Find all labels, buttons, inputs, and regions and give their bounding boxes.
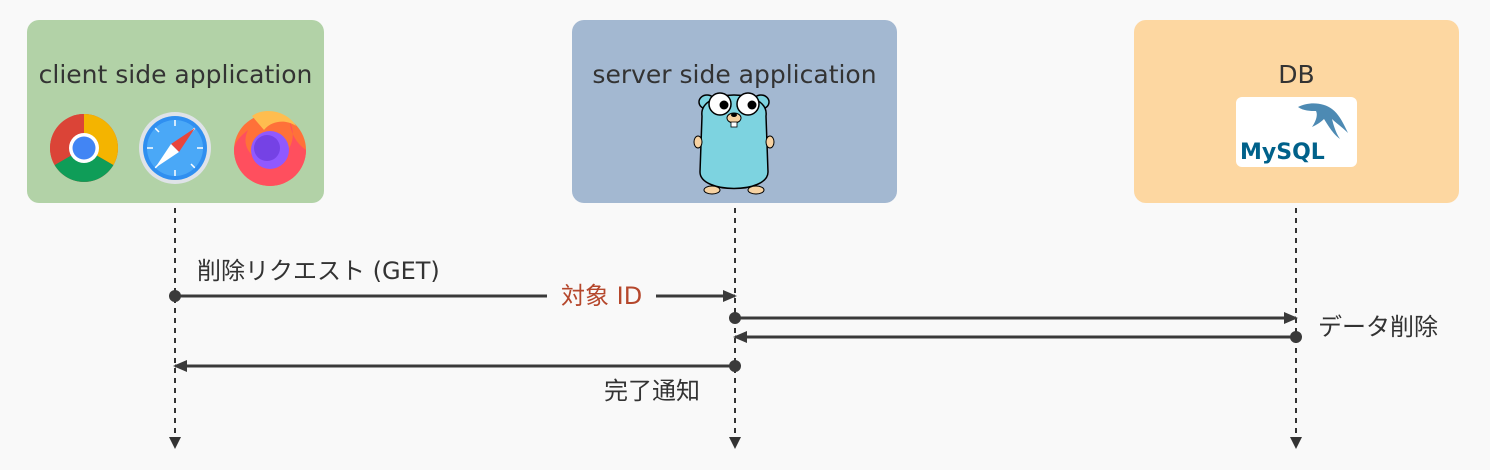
message-label-done: 完了通知: [604, 377, 700, 405]
safari-icon: [139, 112, 211, 184]
message-arrow-server-to-db: [729, 312, 1298, 324]
chrome-icon: [50, 114, 118, 182]
message-arrow-done: [173, 360, 741, 372]
message-arrow-data-delete: [733, 331, 1302, 343]
firefox-icon: [234, 111, 306, 186]
mysql-logo-text: MySQL: [1240, 140, 1325, 165]
message-sublabel-target-id: 対象 ID: [547, 282, 657, 310]
message-label-data-delete: データ削除: [1318, 313, 1438, 341]
server-lane-title: server side application: [592, 60, 877, 89]
message-label-delete-request: 削除リクエスト (GET): [197, 257, 440, 285]
server-lifeline-arrowhead: [729, 437, 741, 449]
go-gopher-icon: [693, 92, 775, 195]
db-lifeline-arrowhead: [1290, 437, 1302, 449]
mysql-logo: MySQL: [1236, 97, 1357, 167]
db-lane-title: DB: [1278, 60, 1315, 89]
client-lane-title: client side application: [38, 60, 313, 89]
client-lifeline-arrowhead: [169, 437, 181, 449]
